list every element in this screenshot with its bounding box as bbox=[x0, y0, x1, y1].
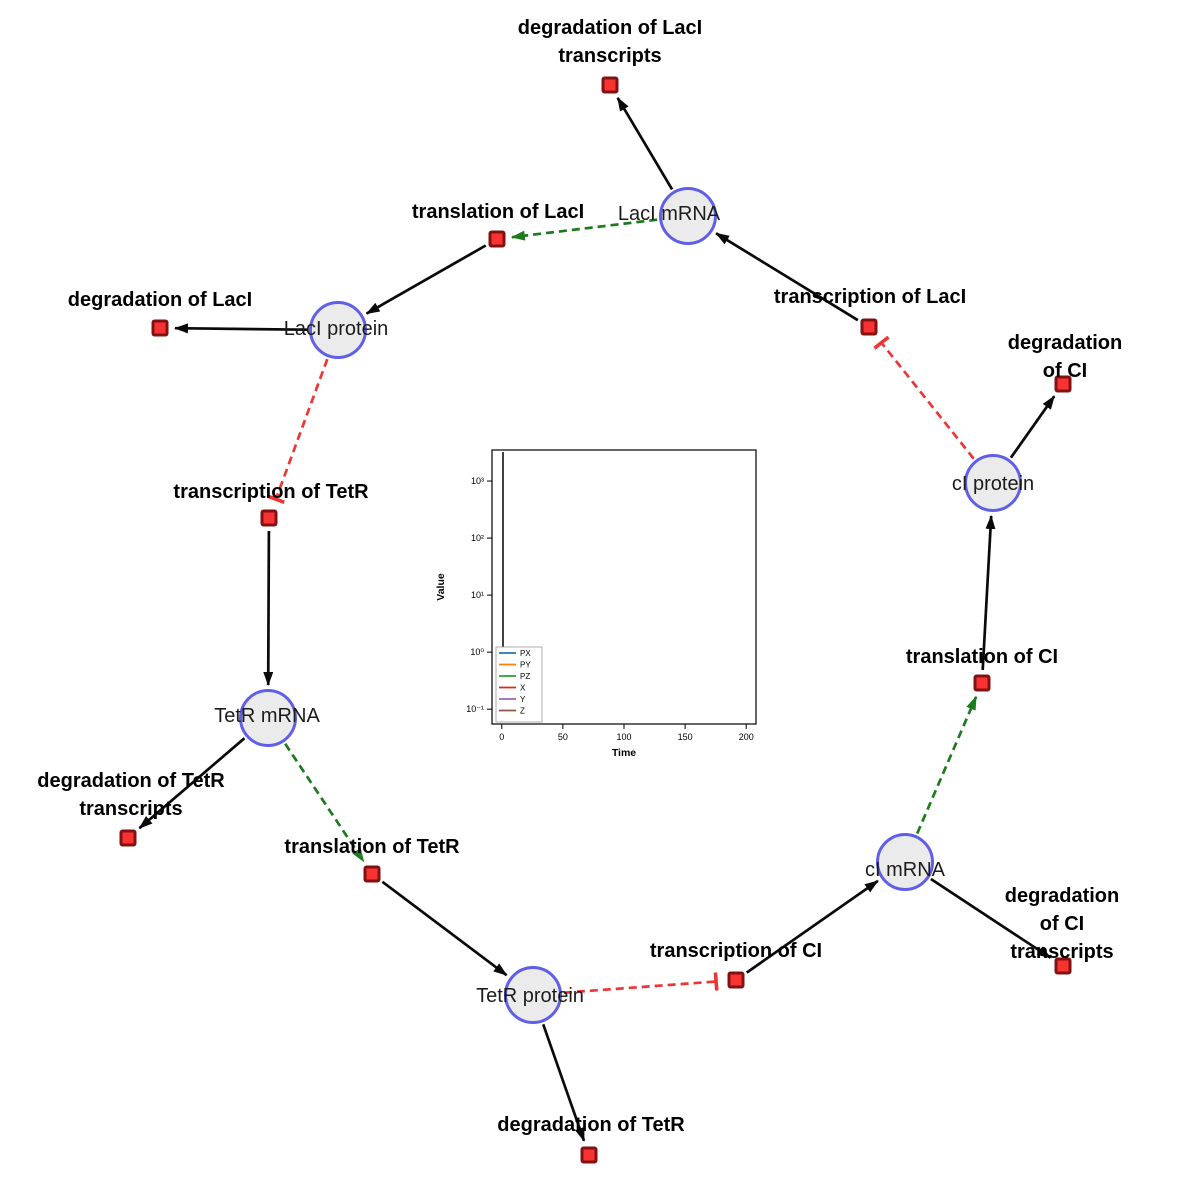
y-tick-label: 10² bbox=[471, 533, 484, 543]
edge-inhibition-ci_protein-txn_laci bbox=[873, 335, 975, 460]
legend-label-py: PY bbox=[520, 660, 531, 669]
edge-production-transl_ci-ci_protein bbox=[981, 515, 996, 671]
edge-production-transl_laci-laci_protein bbox=[365, 244, 487, 315]
species-node-ci-protein[interactable] bbox=[964, 454, 1022, 512]
y-tick-label: 10⁻¹ bbox=[466, 704, 484, 714]
edge-inhibition-tetr_protein-txn_ci bbox=[563, 972, 719, 995]
edge-consumption-ci_protein-deg_ci bbox=[1009, 395, 1056, 459]
edge-modifier-ci_mrna-transl_ci bbox=[915, 695, 978, 835]
reaction-node-deg-ci[interactable] bbox=[1054, 375, 1072, 393]
species-node-laci-protein[interactable] bbox=[309, 301, 367, 359]
edge-modifier-laci_mrna-transl_laci bbox=[510, 218, 658, 241]
species-node-tetr-protein[interactable] bbox=[504, 966, 562, 1024]
reaction-node-deg-laci[interactable] bbox=[151, 319, 169, 337]
reaction-node-txn-tetr[interactable] bbox=[260, 509, 278, 527]
edge-consumption-tetr_mrna-deg_tetr_tx bbox=[138, 737, 246, 830]
edge-consumption-laci_protein-deg_laci bbox=[174, 323, 308, 334]
edge-modifier-tetr_mrna-transl_tetr bbox=[284, 743, 365, 863]
reaction-node-deg-tetr[interactable] bbox=[580, 1146, 598, 1164]
species-node-tetr-mrna[interactable] bbox=[239, 689, 297, 747]
reaction-node-txn-ci[interactable] bbox=[727, 971, 745, 989]
chart-background bbox=[430, 438, 770, 770]
reaction-node-transl-tetr[interactable] bbox=[363, 865, 381, 883]
reaction-node-deg-laci-tx[interactable] bbox=[601, 76, 619, 94]
legend-label-z: Z bbox=[520, 706, 525, 715]
legend-label-pz: PZ bbox=[520, 672, 530, 681]
reaction-node-transl-ci[interactable] bbox=[973, 674, 991, 692]
edge-production-txn_tetr-tetr_mrna bbox=[263, 530, 274, 686]
x-tick-label: 0 bbox=[499, 732, 504, 742]
y-tick-label: 10⁰ bbox=[470, 647, 484, 657]
legend-label-px: PX bbox=[520, 649, 531, 658]
species-node-laci-mrna[interactable] bbox=[659, 187, 717, 245]
x-tick-label: 100 bbox=[616, 732, 631, 742]
edge-inhibition-laci_protein-txn_tetr bbox=[266, 358, 329, 504]
x-tick-label: 150 bbox=[678, 732, 693, 742]
edge-production-txn_ci-ci_mrna bbox=[745, 879, 879, 974]
y-axis-label: Value bbox=[435, 573, 447, 601]
x-tick-label: 50 bbox=[558, 732, 568, 742]
y-tick-label: 10³ bbox=[471, 476, 484, 486]
reaction-node-transl-laci[interactable] bbox=[488, 230, 506, 248]
reaction-node-deg-ci-tx[interactable] bbox=[1054, 957, 1072, 975]
edge-production-transl_tetr-tetr_protein bbox=[381, 880, 508, 977]
edge-consumption-laci_mrna-deg_laci_tx bbox=[616, 97, 674, 191]
legend-label-x: X bbox=[520, 683, 526, 692]
legend-label-y: Y bbox=[520, 695, 526, 704]
y-tick-label: 10¹ bbox=[471, 590, 484, 600]
legend-box bbox=[495, 646, 543, 723]
reaction-node-txn-laci[interactable] bbox=[860, 318, 878, 336]
x-tick-label: 200 bbox=[739, 732, 754, 742]
edge-consumption-tetr_protein-deg_tetr bbox=[541, 1023, 586, 1142]
x-axis-label: Time bbox=[612, 747, 636, 759]
species-node-ci-mrna[interactable] bbox=[876, 833, 934, 891]
reaction-node-deg-tetr-tx[interactable] bbox=[119, 829, 137, 847]
edge-consumption-ci_mrna-deg_ci_tx bbox=[930, 877, 1052, 959]
edge-production-txn_laci-laci_mrna bbox=[715, 232, 859, 322]
